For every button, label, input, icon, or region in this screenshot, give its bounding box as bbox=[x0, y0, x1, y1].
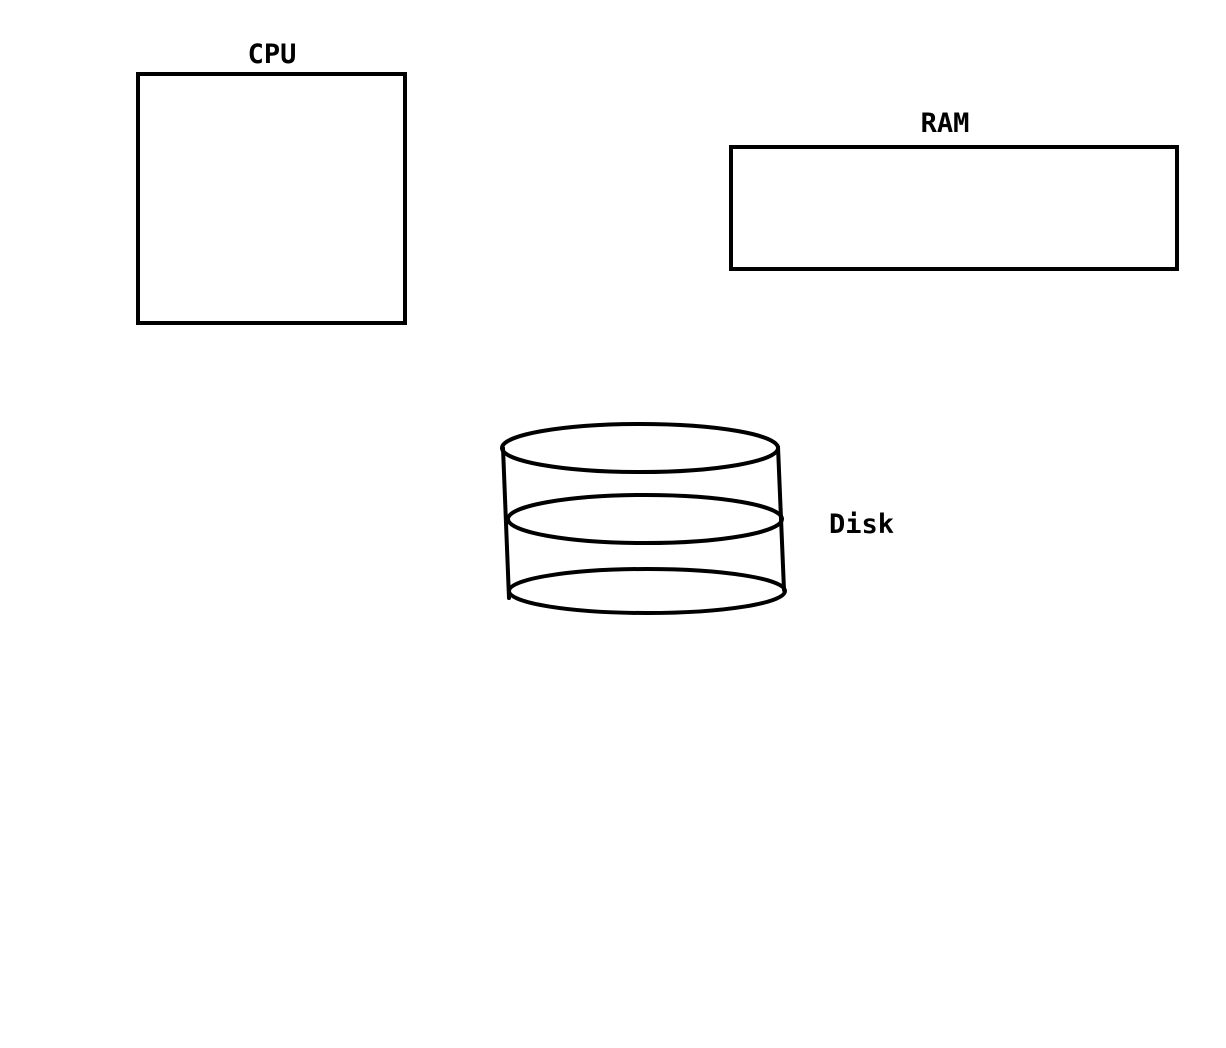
disk-middle-ellipse bbox=[506, 493, 784, 545]
cpu-label: CPU bbox=[248, 39, 297, 70]
disk-label: Disk bbox=[829, 509, 894, 540]
ram-node: RAM bbox=[729, 108, 1179, 271]
disk-node: Disk bbox=[500, 422, 894, 615]
disk-bottom-ellipse bbox=[507, 567, 787, 615]
cpu-box bbox=[136, 72, 407, 325]
disk-cylinder-icon bbox=[500, 422, 787, 615]
cpu-node: CPU bbox=[136, 39, 407, 325]
disk-side-left bbox=[501, 446, 511, 600]
ram-label: RAM bbox=[921, 108, 970, 139]
disk-top-ellipse bbox=[500, 422, 780, 474]
ram-box bbox=[729, 145, 1179, 271]
